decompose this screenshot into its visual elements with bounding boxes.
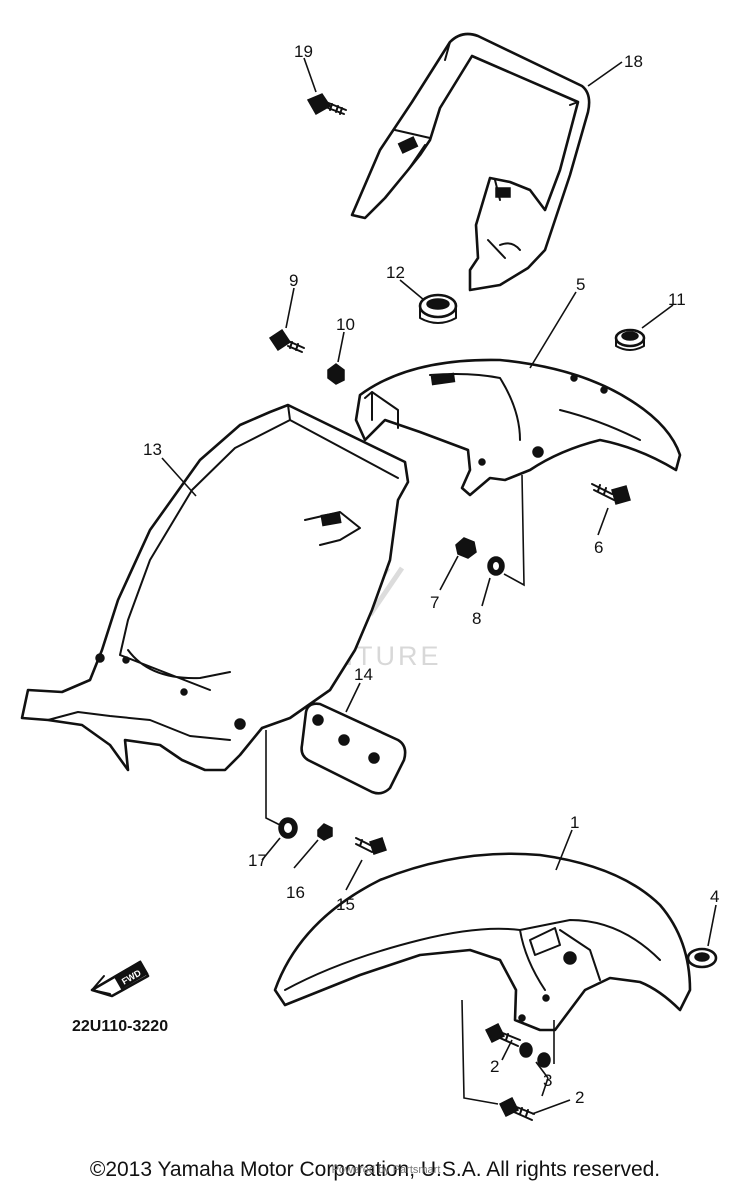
part-2-bolt-lower	[498, 1096, 535, 1121]
callout-15: 15	[336, 895, 355, 914]
part-10-nut	[327, 363, 345, 385]
part-7-nut	[455, 537, 477, 559]
callout-16: 16	[286, 883, 305, 902]
callout-13: 13	[143, 440, 162, 459]
callout-2-upper: 2	[490, 1057, 499, 1076]
callout-5: 5	[576, 275, 585, 294]
callout-10: 10	[336, 315, 355, 334]
fwd-arrow-icon: FWD	[90, 960, 150, 998]
part-1-front-fender	[273, 852, 692, 1032]
copyright-notice: ©2013 Yamaha Motor Corporation, U.S.A. A…	[89, 1158, 661, 1181]
part-18-grab-bar	[350, 32, 591, 292]
part-6-bolt	[591, 483, 631, 505]
part-4-bushing	[686, 947, 718, 969]
callout-9: 9	[289, 271, 298, 290]
diagram-code: 22U110-3220	[72, 1018, 168, 1035]
part-2-bolt-upper	[484, 1022, 521, 1047]
callout-4: 4	[710, 887, 719, 906]
part-11-grommet	[614, 328, 646, 351]
part-16-nut	[317, 823, 333, 841]
callout-2-lower: 2	[575, 1088, 584, 1107]
part-12-grommet	[418, 293, 458, 324]
callout-3: 3	[543, 1071, 552, 1090]
callout-17: 17	[248, 851, 267, 870]
callout-1: 1	[570, 813, 579, 832]
callout-14: 14	[354, 665, 373, 684]
callouts: 19 18 9 10 12 11 5 13 6 7 8 14 17 16 15 …	[72, 42, 719, 1107]
callout-7: 7	[430, 593, 439, 612]
part-17-grommet	[278, 817, 298, 839]
callout-18: 18	[624, 52, 643, 71]
part-9-bolt	[268, 328, 305, 353]
copyright-overlay: Powered by Partsmart	[331, 1164, 441, 1176]
callout-12: 12	[386, 263, 405, 282]
part-3-washers	[519, 1042, 551, 1068]
part-14-bracket	[300, 702, 407, 795]
callout-19: 19	[294, 42, 313, 61]
part-19-bolt	[306, 93, 347, 116]
part-8-washer	[487, 556, 505, 576]
part-13-rear-fender	[20, 403, 410, 772]
leader-lines	[161, 57, 717, 1115]
callout-11: 11	[668, 290, 686, 309]
part-5-rear-fender	[354, 358, 682, 497]
part-15-bolt	[355, 837, 387, 855]
callout-8: 8	[472, 609, 481, 628]
callout-6: 6	[594, 538, 603, 557]
